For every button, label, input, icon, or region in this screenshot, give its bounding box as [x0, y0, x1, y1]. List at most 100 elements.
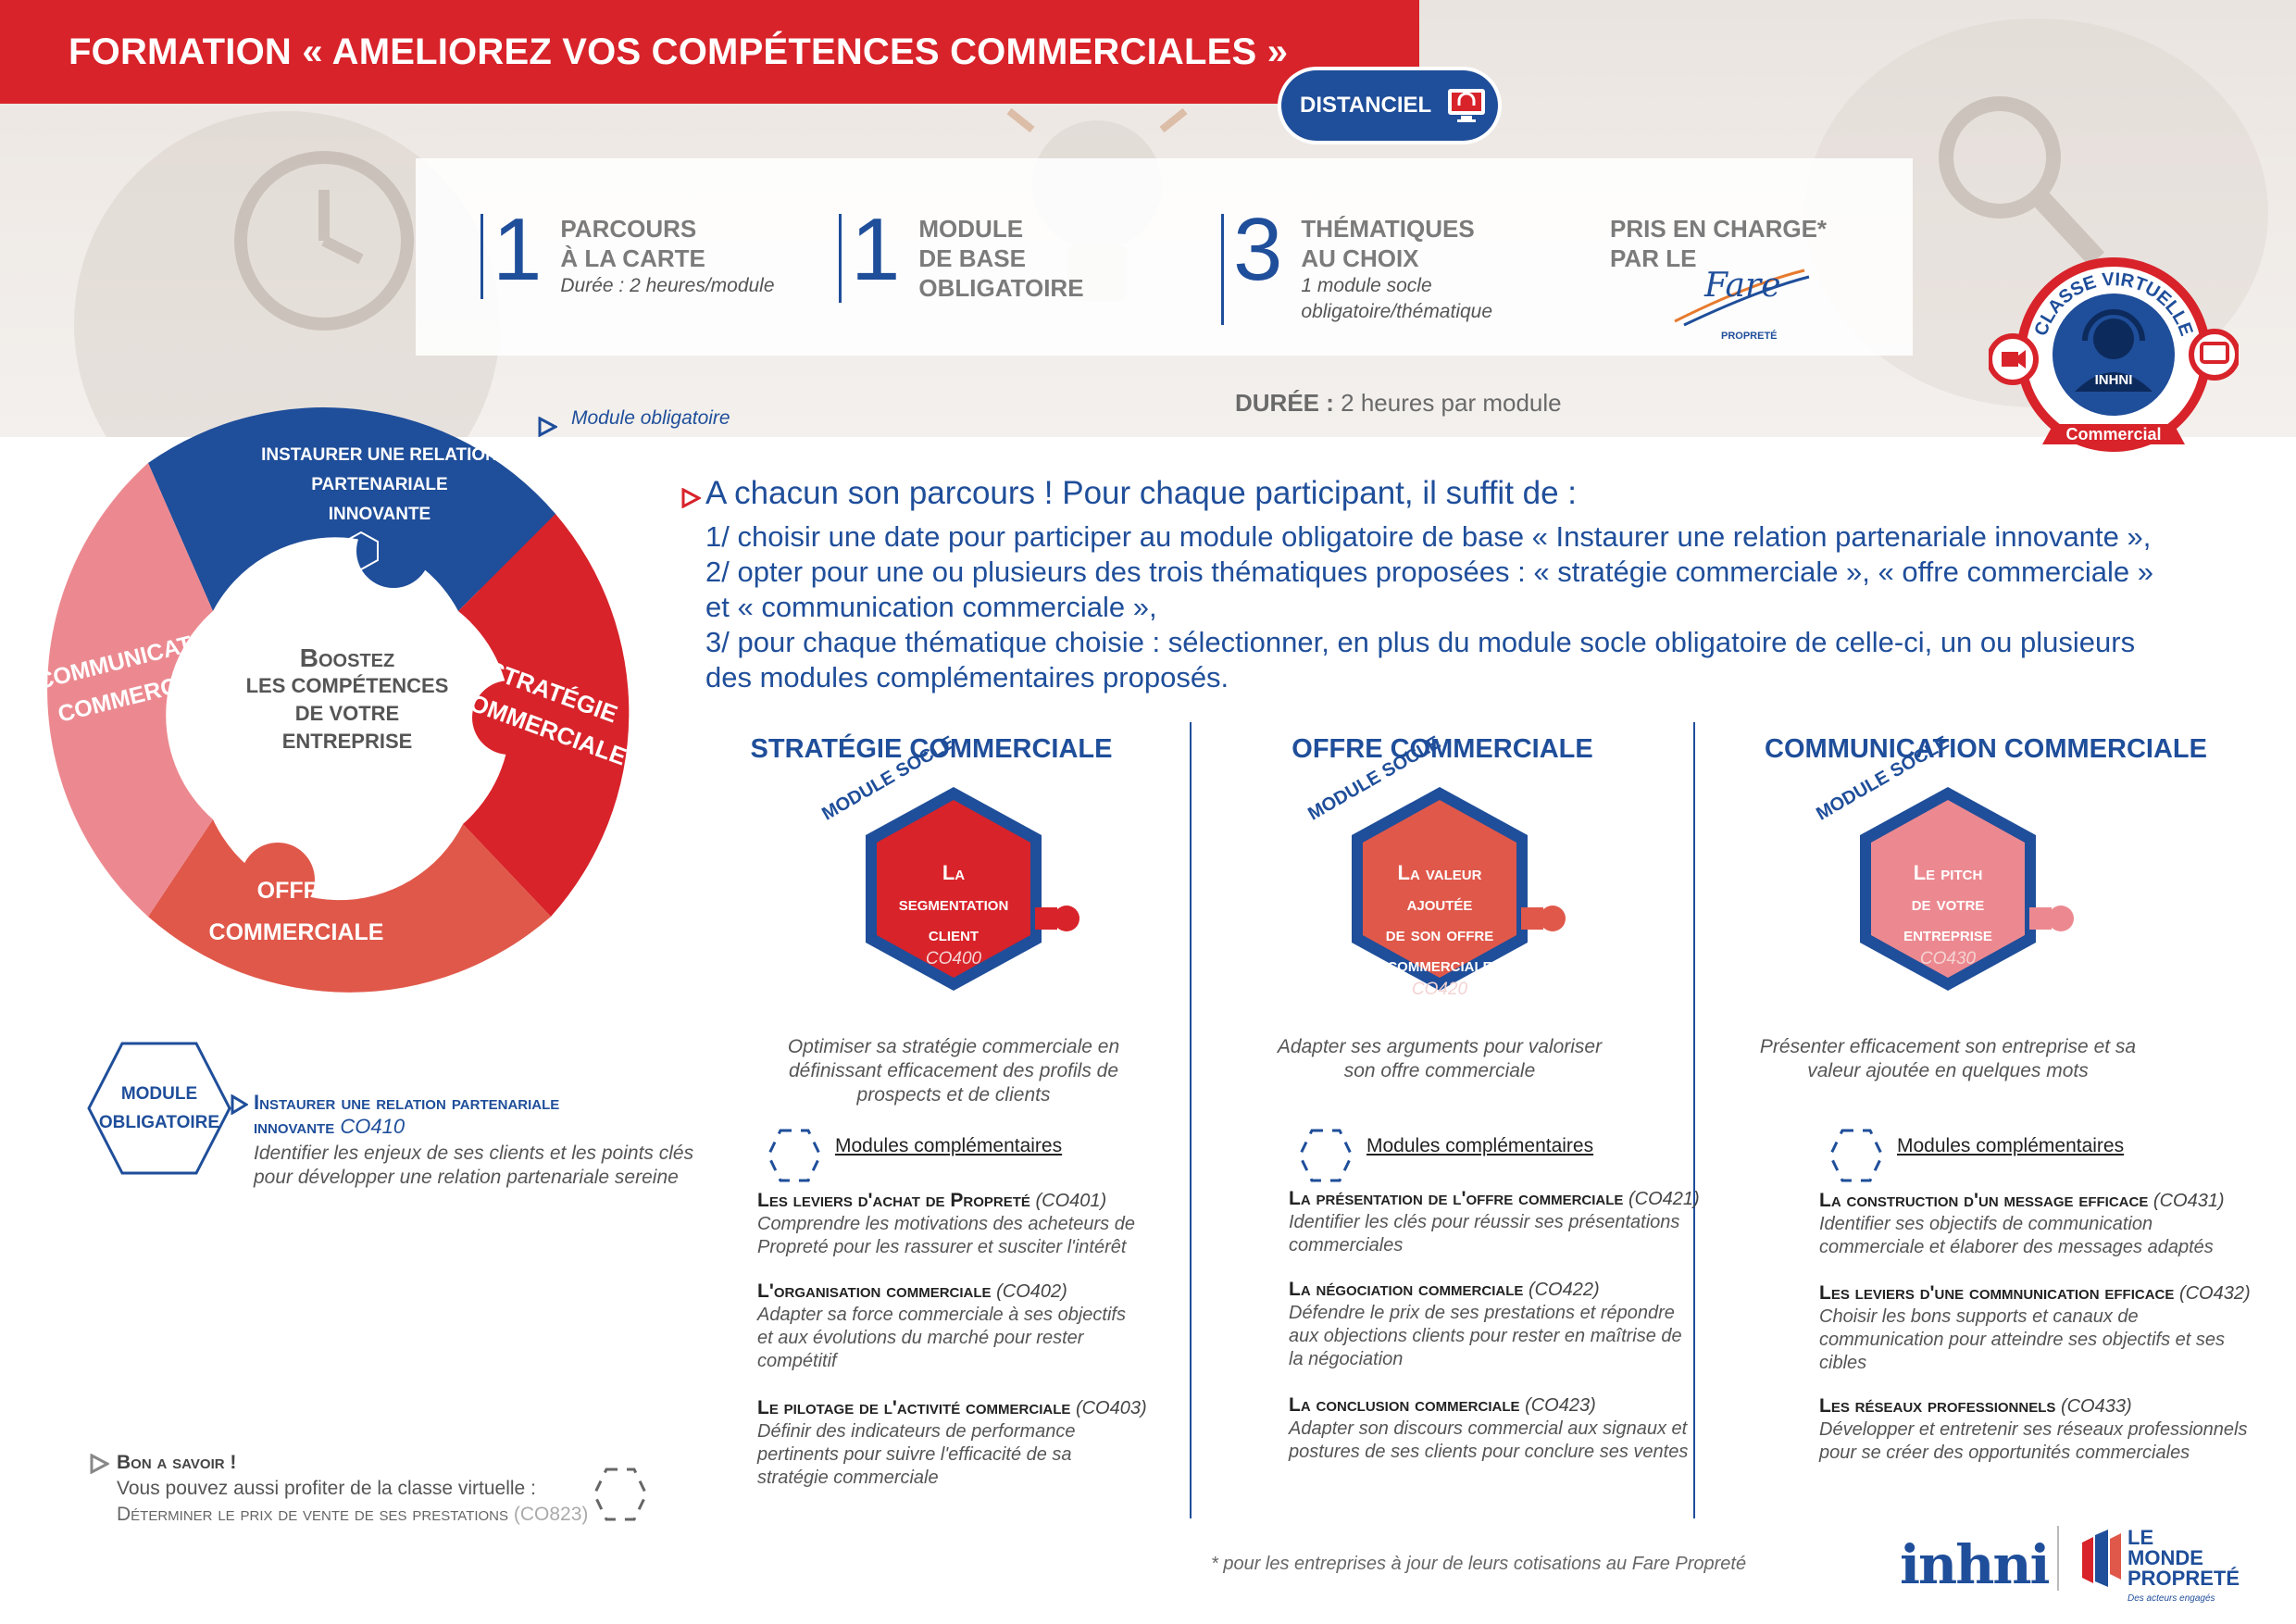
- inhni-logo: inhni: [1900, 1533, 2051, 1596]
- module-desc-line: communication pour atteindre ses objecti…: [1819, 1330, 2225, 1350]
- stats-panel: 1 PARCOURS À LA CARTE Durée : 2 heures/m…: [416, 158, 1913, 356]
- desc-line: Présenter efficacement son entreprise et…: [1759, 1036, 2137, 1057]
- intro-line: 1/ choisir une date pour participer au m…: [705, 520, 2152, 553]
- socle-code: CO420: [1411, 980, 1468, 999]
- module-desc-line: Choisir les bons supports et canaux de: [1819, 1306, 2139, 1327]
- module-desc-line: Défendre le prix de ses prestations et r…: [1289, 1303, 1675, 1323]
- puzzle-text-line: COMMERCIALE: [208, 919, 384, 945]
- module-desc-line: Propreté pour les rassurer et susciter l…: [757, 1237, 1127, 1257]
- puzzle-piece-top: [148, 407, 555, 611]
- modules-complementaires-heading: Modules complémentaires: [1897, 1135, 2125, 1156]
- duree-value: 2 heures par module: [1341, 389, 1562, 417]
- distanciel-badge: DISTANCIEL: [1281, 70, 1498, 141]
- mandatory-module-title: Instaurer une relation partenariale inno…: [254, 1091, 559, 1139]
- dashed-hex-icon: [1298, 1129, 1354, 1182]
- puzzle-text-line: PARTENARIALE: [311, 475, 448, 494]
- module-hex-line: OBLIGATOIRE: [99, 1113, 219, 1132]
- classe-virtuelle-seal: CLASSE VIRTUELLE INHNI Commercial: [1989, 257, 2239, 452]
- module-title: La construction d'un message efficace: [1819, 1190, 2149, 1211]
- puzzle-label-top: INSTAURER UNE RELATION PARTENARIALE INNO…: [241, 441, 518, 530]
- complementary-module: L'organisation commerciale (CO402)Adapte…: [757, 1280, 1192, 1373]
- column-title: STRATÉGIE COMMERCIALE: [750, 734, 1113, 764]
- module-code: (CO402): [996, 1281, 1067, 1302]
- socle-hex-line: de son offre: [1385, 922, 1494, 945]
- module-desc-line: stratégie commerciale: [757, 1468, 939, 1488]
- desc-line: prospects et de clients: [856, 1084, 1051, 1106]
- module-desc-line: cibles: [1819, 1353, 1867, 1373]
- puzzle-center-line: Boostez: [299, 643, 395, 672]
- seal-middle-text: INHNI: [2095, 372, 2133, 388]
- modules-complementaires-heading: Modules complémentaires: [835, 1135, 1063, 1156]
- distanciel-label: DISTANCIEL: [1300, 93, 1432, 118]
- module-code: (CO423): [1525, 1395, 1596, 1416]
- module-desc-line: Développer et entretenir ses réseaux pro…: [1819, 1419, 2248, 1440]
- module-title: Les leviers d'achat de Propreté: [757, 1190, 1030, 1211]
- fare-swoosh-icon: [1674, 269, 1810, 327]
- intro-line: 2/ opter pour une ou plusieurs des trois…: [705, 556, 2154, 588]
- socle-hex-line: Le pitch: [1913, 861, 1983, 884]
- module-code: (CO433): [2060, 1396, 2132, 1417]
- module-desc-line: Adapter son discours commercial aux sign…: [1289, 1418, 1688, 1439]
- desc-line: valeur ajoutée en quelques mots: [1807, 1060, 2089, 1081]
- mandatory-title-line: Instaurer une relation partenariale: [254, 1091, 560, 1114]
- puzzle-label-bottom: OFFRE COMMERCIALE: [185, 870, 407, 954]
- desc-line: définissant efficacement des profils de: [788, 1060, 1119, 1081]
- bon-line: Vous pouvez aussi profiter de la classe …: [117, 1478, 536, 1499]
- puzzle-center-label: Boostez LES COMPÉTENCES DE VOTRE ENTREPR…: [231, 644, 463, 756]
- socle-hex-line: client: [928, 922, 980, 945]
- intro-text: A chacun son parcours ! Pour chaque part…: [705, 475, 2279, 695]
- complementary-module: La conclusion commerciale (CO423)Adapter…: [1289, 1393, 1724, 1464]
- stat-module: 1 MODULE DE BASE OBLIGATOIRE: [839, 206, 1084, 303]
- mandatory-desc-line: pour développer une relation partenarial…: [254, 1167, 679, 1188]
- module-desc-line: pour se créer des opportunités commercia…: [1819, 1443, 2190, 1463]
- complementary-module: La négociation commerciale (CO422)Défend…: [1289, 1278, 1724, 1371]
- bon-module: Déterminer le prix de vente de ses prest…: [117, 1504, 509, 1525]
- module-desc-line: pertinents pour suivre l'efficacité de s…: [757, 1444, 1072, 1465]
- stat-parcours: 1 PARCOURS À LA CARTE Durée : 2 heures/m…: [480, 206, 775, 299]
- monitor-headset-icon: [1448, 89, 1486, 122]
- stat-title: AU CHOIX: [1301, 244, 1419, 272]
- mandatory-description: Identifier les enjeux de ses clients et …: [254, 1142, 693, 1190]
- stat-subtitle: Durée : 2 heures/module: [560, 275, 775, 296]
- stat-subtitle: 1 module socle: [1301, 275, 1432, 296]
- monde-proprete-logo: LE MONDE PROPRETÉ Des acteurs engagés: [2128, 1528, 2240, 1609]
- desc-line: son offre commerciale: [1343, 1060, 1536, 1081]
- module-title: La négociation commerciale: [1289, 1279, 1524, 1300]
- puzzle-text-line: OFFRE: [256, 878, 336, 904]
- socle-hex-line: commerciale: [1387, 953, 1492, 976]
- prise-en-charge: PRIS EN CHARGE* PAR LE Fare PROPRETÉ: [1610, 214, 1827, 347]
- column-title: COMMUNICATION COMMERCIALE: [1765, 734, 2207, 764]
- prise-line: PRIS EN CHARGE*: [1610, 215, 1828, 243]
- dashed-hex-icon: [767, 1129, 822, 1182]
- complementary-module: La présentation de l'offre commerciale (…: [1289, 1187, 1724, 1257]
- module-desc-line: Définir des indicateurs de performance: [757, 1421, 1076, 1442]
- blue-arrow-icon: [231, 1094, 248, 1115]
- stat-title: THÉMATIQUES: [1301, 215, 1475, 243]
- puzzle-center-line: ENTREPRISE: [281, 730, 413, 753]
- clock-icon: [234, 151, 414, 331]
- duree-label: DURÉE :: [1235, 389, 1334, 417]
- socle-code: CO400: [925, 949, 982, 968]
- complementary-module: Les leviers d'une commnunication efficac…: [1819, 1281, 2254, 1375]
- bon-title: Bon a savoir !: [117, 1452, 237, 1473]
- socle-hexagon: [1352, 787, 1566, 991]
- module-desc-line: Identifier les clés pour réussir ses pré…: [1289, 1212, 1680, 1232]
- module-desc-line: compétitif: [757, 1351, 837, 1371]
- dashed-hex-icon: [1828, 1129, 1884, 1182]
- intro-heading: A chacun son parcours ! Pour chaque part…: [705, 475, 1578, 511]
- module-title: La présentation de l'offre commerciale: [1289, 1188, 1624, 1209]
- play-arrow-icon: [538, 417, 557, 437]
- dashed-hex-icon: [593, 1468, 648, 1521]
- module-desc-line: la négociation: [1289, 1349, 1404, 1369]
- socle-description: Présenter efficacement son entreprise et…: [1716, 1035, 2179, 1083]
- module-obligatoire-hex: MODULE OBLIGATOIRE: [87, 1042, 231, 1175]
- complementary-module: La construction d'un message efficace (C…: [1819, 1189, 2254, 1259]
- grey-arrow-icon: [90, 1454, 109, 1474]
- module-desc-line: commerciales: [1289, 1235, 1404, 1255]
- bon-a-savoir: Bon a savoir ! Vous pouvez aussi profite…: [117, 1450, 588, 1528]
- complementary-module: Les réseaux professionnels (CO433)Dévelo…: [1819, 1394, 2254, 1465]
